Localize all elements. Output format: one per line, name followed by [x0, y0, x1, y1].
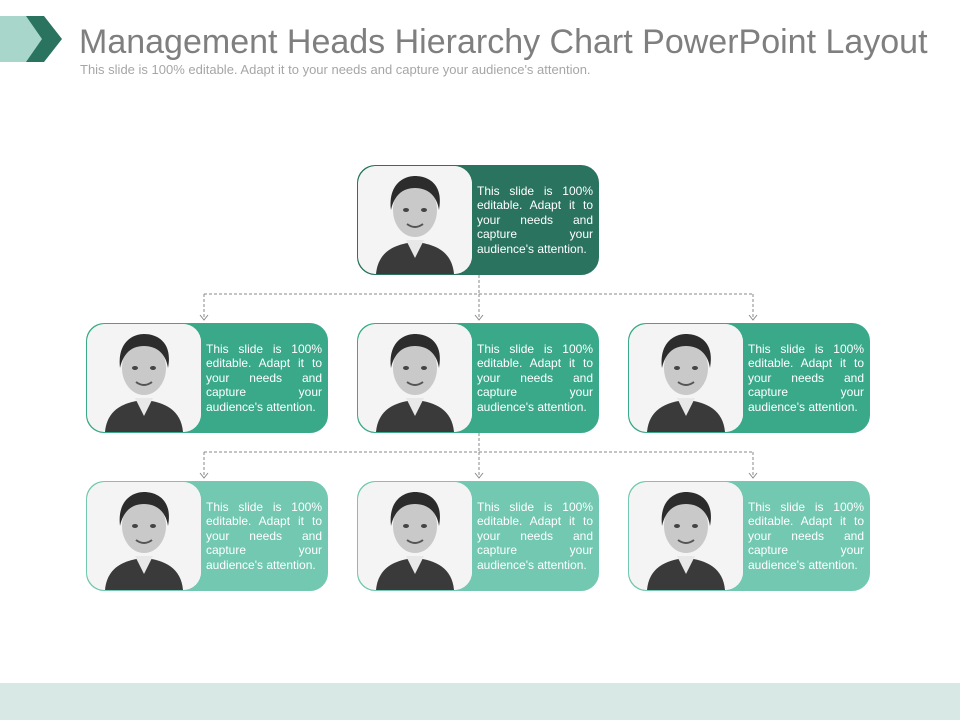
org-node-mid-right[interactable]: This slide is 100% editable. Adapt it to…	[628, 323, 870, 433]
woman-business-photo	[87, 482, 201, 590]
woman-curly-phone-photo	[629, 482, 743, 590]
node-text: This slide is 100% editable. Adapt it to…	[477, 184, 593, 256]
org-node-bot-left[interactable]: This slide is 100% editable. Adapt it to…	[86, 481, 328, 591]
man-smiling-photo	[358, 324, 472, 432]
woman-portrait-photo	[358, 166, 472, 274]
footer-band	[0, 683, 960, 720]
man-on-phone-photo	[358, 482, 472, 590]
org-node-bot-center[interactable]: This slide is 100% editable. Adapt it to…	[357, 481, 599, 591]
slide-subtitle: This slide is 100% editable. Adapt it to…	[80, 62, 591, 77]
slide-title: Management Heads Hierarchy Chart PowerPo…	[79, 23, 928, 61]
chevron-arrow-icon	[0, 16, 62, 62]
org-node-bot-right[interactable]: This slide is 100% editable. Adapt it to…	[628, 481, 870, 591]
node-text: This slide is 100% editable. Adapt it to…	[206, 500, 322, 572]
org-node-mid-left[interactable]: This slide is 100% editable. Adapt it to…	[86, 323, 328, 433]
woman-glasses-photo	[87, 324, 201, 432]
node-text: This slide is 100% editable. Adapt it to…	[477, 342, 593, 414]
woman-headset-photo	[629, 324, 743, 432]
org-node-mid-center[interactable]: This slide is 100% editable. Adapt it to…	[357, 323, 599, 433]
node-text: This slide is 100% editable. Adapt it to…	[748, 342, 864, 414]
node-text: This slide is 100% editable. Adapt it to…	[206, 342, 322, 414]
org-node-top[interactable]: This slide is 100% editable. Adapt it to…	[357, 165, 599, 275]
node-text: This slide is 100% editable. Adapt it to…	[748, 500, 864, 572]
node-text: This slide is 100% editable. Adapt it to…	[477, 500, 593, 572]
